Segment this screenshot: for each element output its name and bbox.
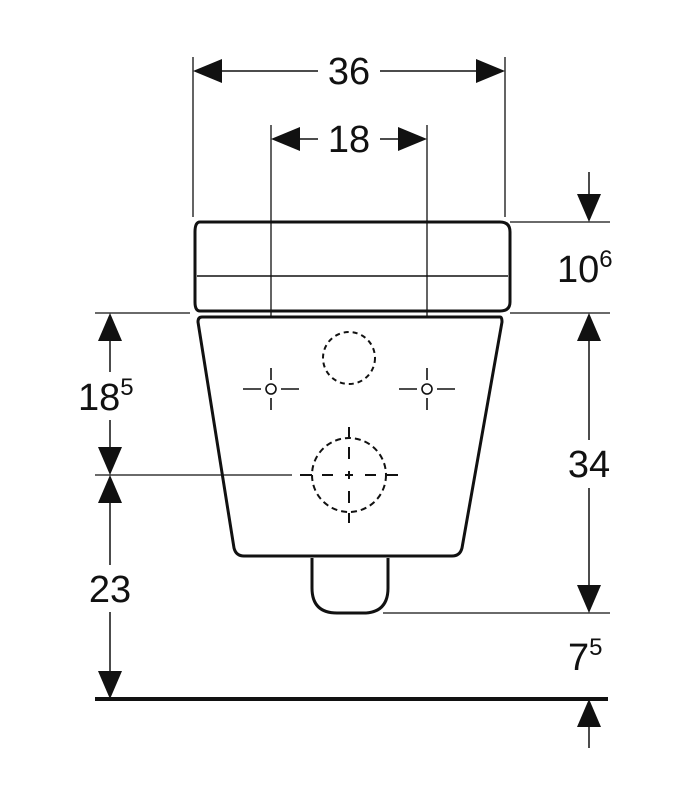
outlet-spigot — [310, 558, 390, 615]
outlet-centre — [300, 427, 398, 523]
label-outlet-to-floor-main: 7 — [568, 637, 589, 679]
label-total-width: 36 — [328, 51, 370, 93]
label-upper-offset-sup: 5 — [120, 374, 133, 401]
toilet-seat — [193, 220, 512, 313]
label-outlet-to-floor-sup: 5 — [589, 634, 602, 661]
bowl-outline — [196, 315, 504, 558]
label-outlet-to-floor: 75 — [568, 634, 603, 679]
label-upper-offset: 185 — [78, 374, 134, 419]
arrow-18-right — [398, 127, 427, 151]
label-seat-height-main: 10 — [557, 249, 599, 291]
label-upper-offset-main: 18 — [78, 377, 120, 419]
arrow-36-left — [193, 59, 222, 83]
toilet-bowl — [196, 315, 504, 615]
arrow-23-bottom — [98, 671, 122, 699]
supply-inlet-circle — [322, 331, 376, 385]
arrow-seat-top — [577, 194, 601, 222]
fixing-bolt-left — [243, 368, 299, 410]
label-seat-height: 106 — [557, 246, 613, 291]
arrow-36-right — [476, 59, 505, 83]
arrow-185-bottom — [98, 447, 122, 475]
label-fixing-spacing: 18 — [328, 119, 370, 161]
arrowheads — [98, 59, 601, 727]
arrow-floor — [577, 699, 601, 727]
label-seat-height-sup: 6 — [599, 246, 612, 273]
arrow-185-top — [98, 313, 122, 341]
seat-outline — [193, 220, 512, 313]
arrow-34-top — [577, 313, 601, 341]
fixing-bolt-right-circle — [421, 383, 433, 395]
fixing-bolt-right — [399, 368, 455, 410]
label-bowl-height: 34 — [568, 444, 610, 486]
fixing-bolt-left-circle — [265, 383, 277, 395]
arrow-23-top — [98, 475, 122, 503]
arrow-18-left — [271, 127, 300, 151]
arrow-34-bottom — [577, 585, 601, 613]
label-floor-to-outlet: 23 — [89, 569, 131, 611]
